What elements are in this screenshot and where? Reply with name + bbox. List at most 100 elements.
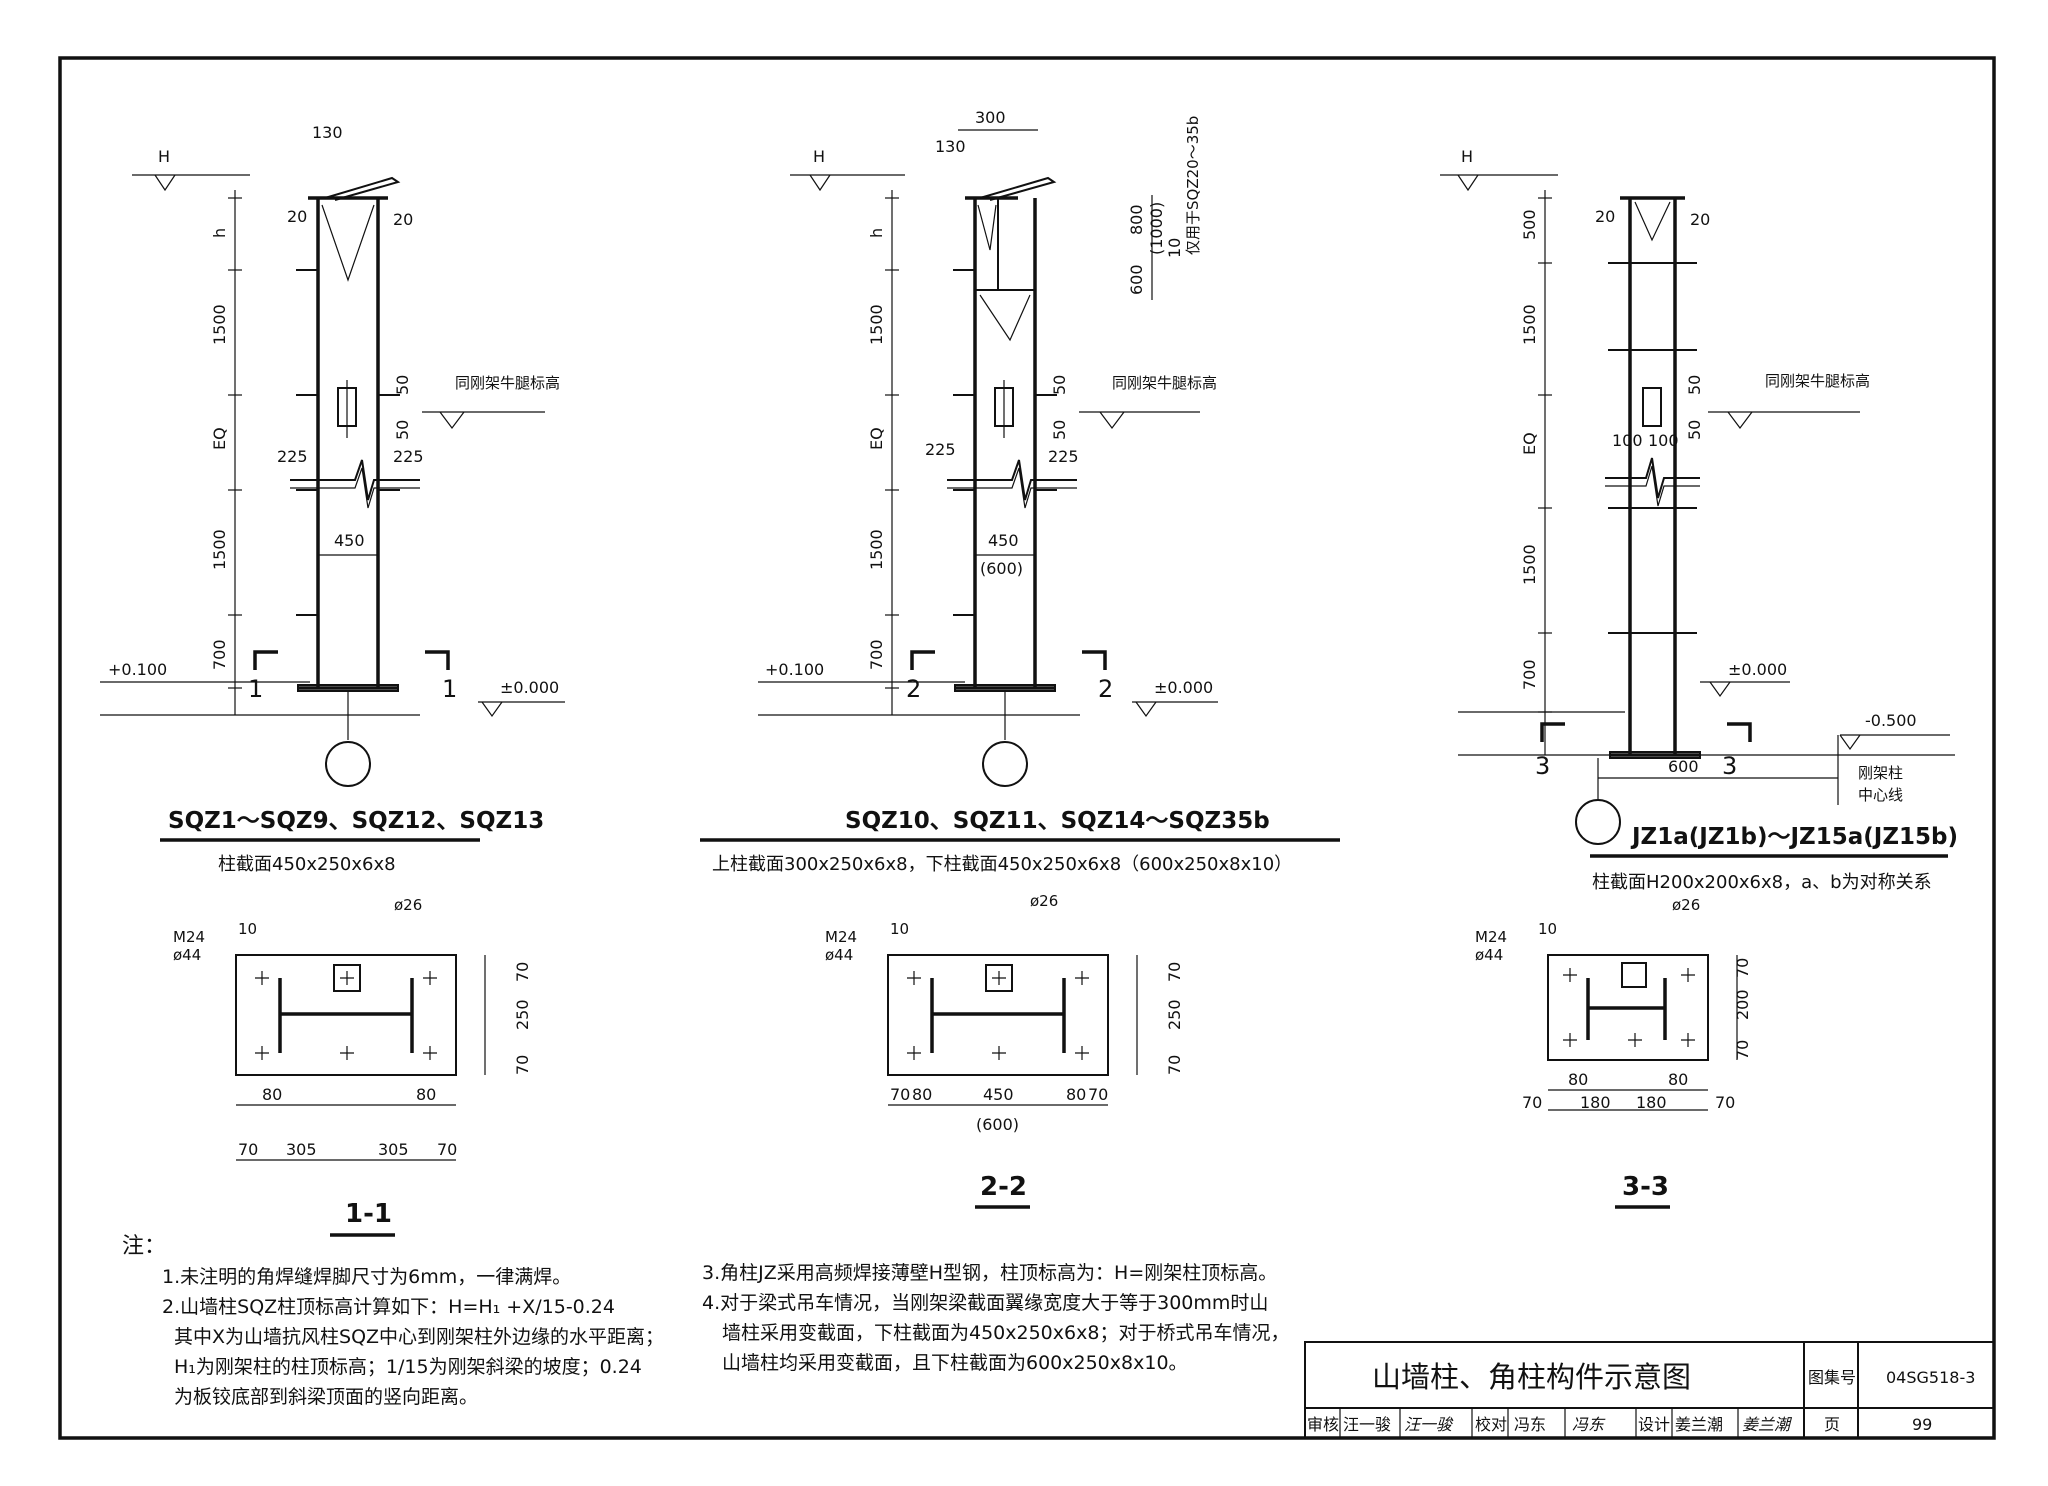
d3-caption: JZ1a(JZ1b)～JZ15a(JZ15b) — [1630, 824, 1958, 850]
s1-right-dim-1: 70 — [513, 962, 532, 982]
s1-hole: ø26 — [394, 896, 422, 914]
tb-page-label: 页 — [1824, 1415, 1840, 1434]
section-3-3: M24 ø44 10 ø26 70 200 70 80 80 70 180 18… — [1475, 896, 1752, 1209]
d3-cut-right: 3 — [1722, 752, 1737, 780]
notes-right: 3.角柱JZ采用高频焊接薄壁H型钢，柱顶标高为：H=刚架柱顶标高。 4.对于梁式… — [702, 1258, 1289, 1378]
note-4: 4.对于梁式吊车情况，当刚架梁截面翼缘宽度大于等于300mm时山 — [702, 1292, 1269, 1314]
note-2-line-4: 为板铰底部到斜梁顶面的竖向距离。 — [174, 1386, 479, 1408]
d2-mid-dim-50b: 50 — [1050, 420, 1069, 440]
d3-cut-left: 3 — [1535, 752, 1550, 780]
d1-mid-dim-50b: 50 — [393, 420, 412, 440]
notes-heading: 注： — [122, 1234, 167, 1259]
d2-top-dim-300: 300 — [975, 108, 1006, 127]
s1-bottom-dim-2d: 70 — [437, 1140, 457, 1159]
d2-mid-dim-50a: 50 — [1050, 375, 1069, 395]
d2-elev-h: H — [813, 147, 825, 166]
d3-elev-minus: -0.500 — [1865, 711, 1917, 730]
d1-caption: SQZ1～SQZ9、SQZ12、SQZ13 — [168, 808, 544, 834]
s3-bottom-dim-2a: 70 — [1522, 1093, 1542, 1112]
d1-elev-plus: +0.100 — [108, 660, 167, 679]
s3-bolt-1: M24 — [1475, 928, 1507, 946]
tb-design-sign: 姜兰潮 — [1742, 1415, 1793, 1434]
d1-left-dim-h: h — [210, 228, 229, 238]
sheet-border — [58, 56, 1996, 1440]
d2-mid-dim-450: 450 — [988, 531, 1019, 550]
s2-right-dim-3: 70 — [1165, 1055, 1184, 1075]
d2-top-dim-10: 10 — [1165, 238, 1184, 258]
d2-left-dim-eq: EQ — [867, 427, 886, 450]
d1-mid-dim-450: 450 — [334, 531, 365, 550]
d2-left-dim-1500a: 1500 — [867, 304, 886, 345]
note-3: 3.角柱JZ采用高频焊接薄壁H型钢，柱顶标高为：H=刚架柱顶标高。 — [702, 1262, 1278, 1284]
d3-mid-dim-100l: 100 — [1612, 431, 1643, 450]
s1-title: 1-1 — [345, 1199, 392, 1229]
s1-right-dim-3: 70 — [513, 1055, 532, 1075]
s1-weld: 10 — [238, 920, 257, 938]
d1-cut-right: 1 — [442, 675, 457, 703]
d2-mid-dim-600: (600) — [980, 559, 1023, 578]
d3-axis-bubble — [1575, 799, 1621, 845]
s1-right-dim-2: 250 — [513, 999, 532, 1030]
d1-elev-h: H — [158, 147, 170, 166]
d3-top-dim-20r: 20 — [1690, 210, 1710, 229]
tb-design-label: 设计 — [1638, 1415, 1670, 1434]
tb-check-label: 校对 — [1475, 1415, 1507, 1434]
d3-mid-dim-50b: 50 — [1685, 420, 1704, 440]
d1-mid-dim-225l: 225 — [277, 447, 308, 466]
s3-bottom-dim-2d: 70 — [1715, 1093, 1735, 1112]
d2-elev-zero: ±0.000 — [1154, 678, 1213, 697]
tb-review-label: 审核 — [1307, 1415, 1339, 1434]
d1-left-dim-700: 700 — [210, 639, 229, 670]
d1-top-dim-20l: 20 — [287, 207, 307, 226]
d3-left-dim-1500b: 1500 — [1520, 544, 1539, 585]
d1-cut-left: 1 — [248, 675, 263, 703]
s1-bottom-dim-1a: 80 — [262, 1085, 282, 1104]
d2-subcaption: 上柱截面300x250x6x8，下柱截面450x250x6x8（600x250x… — [712, 854, 1292, 875]
d1-subcaption: 柱截面450x250x6x8 — [218, 854, 396, 875]
d1-beam-label: 同刚架牛腿标高 — [455, 374, 560, 392]
d3-mid-dim-100r: 100 — [1648, 431, 1679, 450]
detail-3: 500 1500 EQ 1500 700 20 20 50 50 100 100… — [1440, 147, 1958, 893]
d1-elev-zero: ±0.000 — [500, 678, 559, 697]
s2-bolt-2: ø44 — [825, 946, 853, 964]
s3-bottom-dim-1b: 80 — [1668, 1070, 1688, 1089]
s1-bolt-2: ø44 — [173, 946, 201, 964]
d3-subcaption: 柱截面H200x200x6x8，a、b为对称关系 — [1592, 872, 1932, 893]
note-4-line-2: 墙柱采用变截面，下柱截面为450x250x6x8；对于桥式吊车情况， — [722, 1322, 1290, 1344]
s1-bottom-dim-2c: 305 — [378, 1140, 409, 1159]
d1-top-dim-20r: 20 — [393, 210, 413, 229]
d2-vertical-note: 仅用于SQZ20～35b — [1184, 116, 1202, 255]
tb-atlas-no: 04SG518-3 — [1886, 1368, 1975, 1387]
d3-mid-dim-50a: 50 — [1685, 375, 1704, 395]
s3-right-dim-2: 200 — [1733, 989, 1752, 1020]
s3-hole: ø26 — [1672, 896, 1700, 914]
d2-left-dim-h: h — [867, 228, 886, 238]
section-2-2: M24 ø44 10 ø26 70 250 70 70 80 450 80 70… — [825, 892, 1184, 1209]
d1-left-dim-1500a: 1500 — [210, 304, 229, 345]
detail-2: h 1500 EQ 1500 700 300 130 800 (1000) 10… — [700, 108, 1340, 875]
s2-bottom-dim-3: 450 — [983, 1085, 1014, 1104]
d2-top-dim-600: 600 — [1127, 264, 1146, 295]
s3-right-dim-3: 70 — [1733, 1040, 1752, 1060]
d3-beam-label: 同刚架牛腿标高 — [1765, 372, 1870, 390]
section-1-1: M24 ø44 10 ø26 70 250 70 80 80 70 305 30… — [173, 896, 532, 1237]
s2-bottom-dim-1: 70 — [890, 1085, 910, 1104]
note-4-line-3: 山墙柱均采用变截面，且下柱截面为600x250x8x10。 — [722, 1352, 1188, 1374]
d3-axis-label-2: 中心线 — [1858, 786, 1903, 804]
title-block: 山墙柱、角柱构件示意图 图集号 04SG518-3 审核 汪一骏 汪一骏 校对 … — [1304, 1341, 1995, 1439]
d2-top-dim-130: 130 — [935, 137, 966, 156]
note-1: 1.未注明的角焊缝焊脚尺寸为6mm，一律满焊。 — [162, 1266, 572, 1288]
s2-hole: ø26 — [1030, 892, 1058, 910]
tb-designer: 姜兰潮 — [1675, 1415, 1723, 1434]
s2-bottom-alt: (600) — [976, 1115, 1019, 1134]
d2-axis-bubble — [982, 741, 1028, 787]
d2-caption: SQZ10、SQZ11、SQZ14～SQZ35b — [845, 808, 1270, 834]
d1-left-dim-eq: EQ — [210, 427, 229, 450]
d2-left-dim-700: 700 — [867, 639, 886, 670]
d3-left-dim-1500a: 1500 — [1520, 304, 1539, 345]
d1-mid-dim-225r: 225 — [393, 447, 424, 466]
s2-bolt-1: M24 — [825, 928, 857, 946]
d3-axis-label-1: 刚架柱 — [1858, 764, 1903, 782]
d2-cut-right: 2 — [1098, 675, 1113, 703]
